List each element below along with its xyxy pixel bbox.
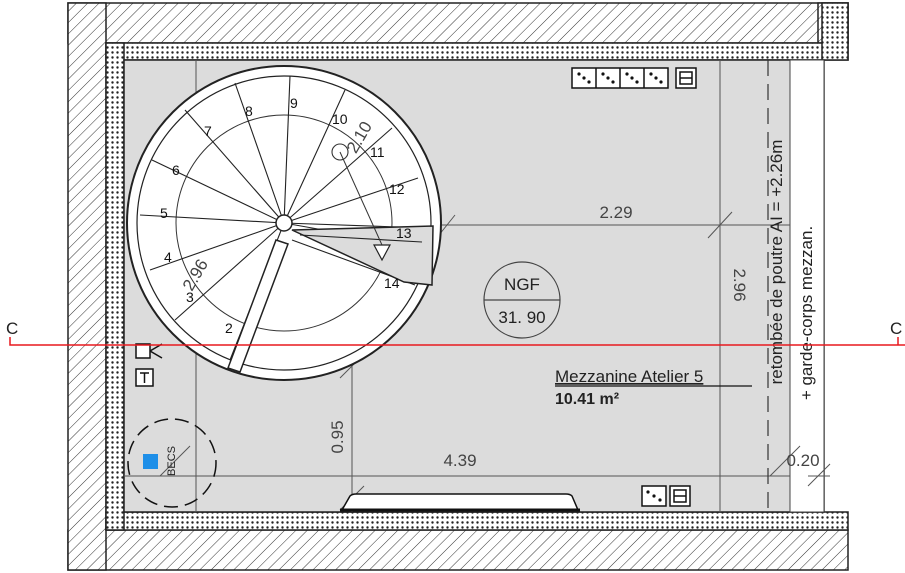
section-label-left: C (6, 319, 18, 338)
electrical-outlets-top (571, 67, 697, 89)
stair-start-circle (331, 143, 349, 161)
section-cut-line (9, 337, 905, 346)
stair-center-post (275, 214, 293, 232)
room-name: Mezzanine Atelier 5 (555, 367, 703, 386)
stair-arrow-stem (339, 151, 383, 246)
becs-label: BECS (166, 446, 178, 476)
dimension-width-bottom: 4.39 (443, 451, 476, 470)
wall-top (67, 2, 849, 44)
step-number: 2 (225, 320, 233, 336)
insulation-right-top (821, 2, 849, 61)
becs-range-circle (127, 418, 217, 508)
step-number: 5 (160, 205, 168, 221)
sensor-symbol (135, 343, 163, 387)
dimension-railing: 0.20 (786, 451, 819, 470)
stair-final-tread (299, 234, 423, 243)
room-area: 10.41 m² (555, 391, 619, 408)
ngf-label: NGF (504, 275, 540, 294)
dimension-height-right: 2.96 (730, 268, 749, 301)
walls (67, 2, 849, 571)
step-number: 7 (204, 123, 212, 139)
step-number: 6 (172, 162, 180, 178)
wall-bottom (67, 529, 849, 571)
stair-mid-circle (175, 114, 393, 332)
step-number: 3 (186, 289, 194, 305)
radiator (340, 493, 580, 511)
step-number: 13 (396, 225, 412, 241)
becs-detector: BECS (127, 418, 217, 508)
section-label-right: C (890, 319, 902, 338)
guardrail-note: + garde-corps mezzan. (797, 226, 816, 400)
electrical-outlets-bottom (641, 485, 691, 507)
becs-square-icon (143, 454, 158, 469)
insulation-bottom (105, 511, 849, 531)
camera-icon (135, 343, 151, 359)
ngf-level-marker: NGF 31. 90 (483, 261, 561, 339)
step-number: 11 (370, 144, 385, 160)
dimension-width-top: 2.29 (599, 203, 632, 222)
insulation-left (105, 42, 125, 531)
step-number: 8 (245, 103, 253, 119)
step-numbers: 2 3 4 5 6 7 8 9 10 11 12 13 14 (160, 95, 412, 336)
stair-landing-bar (227, 239, 289, 373)
insulation-top (105, 42, 849, 61)
railing-strip (789, 59, 825, 513)
step-number: 10 (332, 111, 348, 127)
beam-note: retombée de poutre AI = +2.26m (767, 140, 786, 385)
dimension-height-left: 0.95 (328, 420, 347, 453)
spiral-staircase (126, 65, 442, 381)
step-number: 12 (389, 181, 405, 197)
step-number: 4 (164, 249, 172, 265)
ngf-value: 31. 90 (498, 308, 545, 327)
wall-left (67, 2, 107, 571)
step-number: 14 (384, 275, 400, 291)
step-number: 9 (290, 95, 298, 111)
